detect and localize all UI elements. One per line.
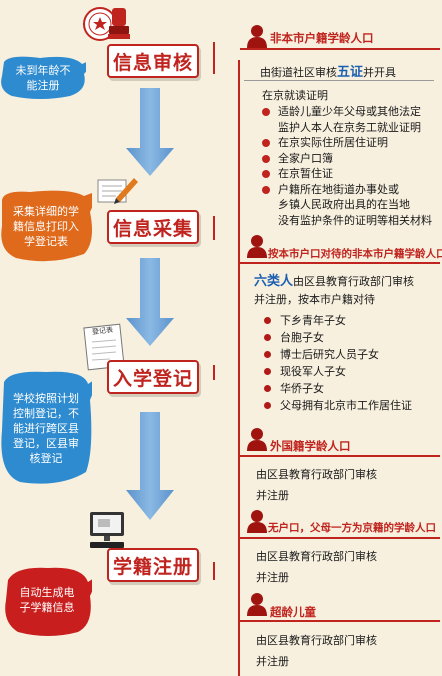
- step-status-register: 学籍注册: [107, 548, 199, 582]
- arrow-down-1-icon: [126, 88, 174, 176]
- section4-title: 无户口，父母一方为京籍的学龄人口: [268, 522, 436, 534]
- section2-divider: [240, 262, 440, 264]
- six-categories-highlight: 六类人: [254, 274, 294, 289]
- section2-title: 按本市户口对待的非本市户籍学龄人口: [268, 248, 442, 260]
- section2-line2: 并注册，按本市户籍对待: [254, 293, 375, 306]
- arrow-down-2-icon: [126, 258, 174, 346]
- list-item: 父母拥有北京市工作居住证: [262, 397, 432, 414]
- section5-line1: 由区县教育行政部门审核: [256, 634, 377, 647]
- list-item: 在京暂住证: [260, 166, 440, 182]
- section1-subdivider: [244, 80, 434, 81]
- step-info-collect: 信息采集: [107, 210, 199, 244]
- section1-list: 适龄儿童少年父母或其他法定 监护人本人在京务工就业证明 在京实际住所居住证明 全…: [260, 104, 440, 228]
- list-item: 博士后研究人员子女: [262, 346, 432, 363]
- step-enroll-register: 入学登记: [107, 360, 199, 394]
- note-bubble-register: 自动生成电子学籍信息: [2, 564, 92, 636]
- step-info-review: 信息审核: [107, 44, 199, 78]
- section3-title: 外国籍学龄人口: [270, 439, 351, 453]
- list-item: 监护人本人在京务工就业证明: [278, 120, 421, 134]
- list-item: 没有监护条件的证明等相关材料: [278, 213, 432, 227]
- section3-line2: 并注册: [256, 489, 289, 502]
- list-item: 乡镇人民政府出具的在当地: [278, 198, 410, 211]
- section4-line2: 并注册: [256, 571, 289, 584]
- list-item: 户籍所在地街道办事处或: [260, 182, 440, 198]
- person-icon: [247, 510, 267, 533]
- section1-title: 非本市户籍学龄人口: [270, 31, 374, 45]
- section2-list: 下乡青年子女 台胞子女 博士后研究人员子女 现役军人子女 华侨子女 父母拥有北京…: [262, 312, 432, 414]
- note-bubble-enroll: 学校按照计划控制登记，不能进行跨区县登记，区县审核登记: [0, 370, 92, 486]
- step-label: 信息审核: [112, 51, 193, 74]
- list-item: 现役军人子女: [262, 363, 432, 380]
- stamp-icon: [83, 7, 130, 41]
- computer-icon: [90, 512, 124, 548]
- section5-title: 超龄儿童: [270, 605, 316, 619]
- pen-paper-icon: [97, 178, 138, 204]
- list-item: 台胞子女: [262, 329, 432, 346]
- note-bubble-collect: 采集详细的学籍信息打印入学登记表: [0, 190, 92, 262]
- section5-line2: 并注册: [256, 655, 289, 668]
- section1-line2: 在京就读证明: [262, 89, 328, 102]
- section1-line1: 由街道社区审核五证并开具: [260, 65, 397, 80]
- step-label: 入学登记: [112, 367, 193, 390]
- step-label: 学籍注册: [112, 555, 193, 578]
- person-icon: [247, 593, 267, 616]
- list-item: 华侨子女: [262, 380, 432, 397]
- section3-line1: 由区县教育行政部门审核: [256, 468, 377, 481]
- registration-form-icon: [83, 323, 125, 371]
- section3-divider: [240, 455, 440, 457]
- section4-line1: 由区县教育行政部门审核: [256, 550, 377, 563]
- list-item: 下乡青年子女: [262, 312, 432, 329]
- section1-divider: [240, 48, 440, 50]
- section4-divider: [240, 537, 440, 539]
- arrow-down-3-icon: [126, 412, 174, 520]
- section2-line1: 六类人由区县教育行政部门审核: [254, 274, 415, 289]
- person-icon: [247, 25, 267, 48]
- person-icon: [247, 428, 267, 451]
- list-item: 适龄儿童少年父母或其他法定: [260, 104, 440, 120]
- person-icon: [247, 235, 267, 258]
- note-bubble-age: 未到年龄不能注册: [0, 56, 86, 100]
- five-certificates-highlight: 五证: [337, 65, 364, 80]
- list-item: 全家户口簿: [260, 151, 440, 167]
- list-item: 在京实际住所居住证明: [260, 135, 440, 151]
- step-label: 信息采集: [112, 217, 193, 240]
- section5-divider: [240, 620, 440, 622]
